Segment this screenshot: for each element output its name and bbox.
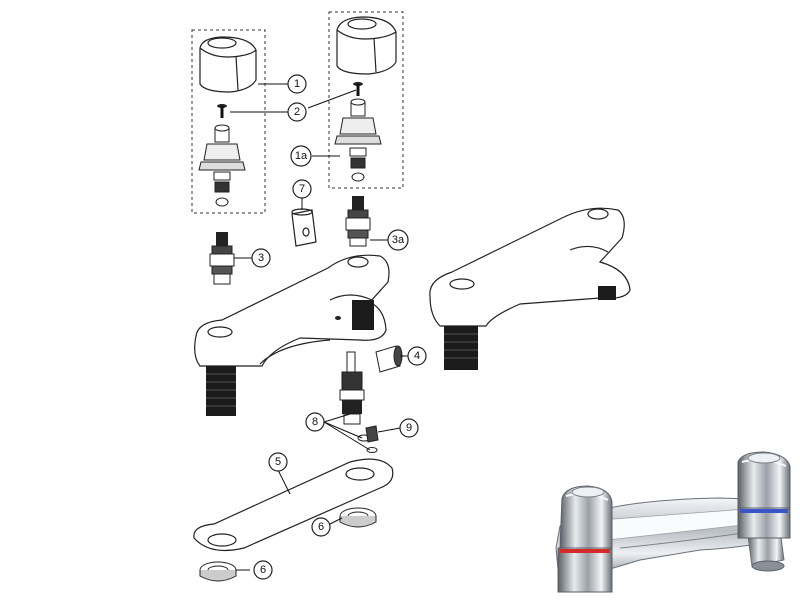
hot-assembly-box xyxy=(191,29,266,214)
callout-label: 1a xyxy=(295,150,308,162)
leader-lines xyxy=(230,83,408,571)
callout-label: 5 xyxy=(275,456,281,468)
back-nut-upper xyxy=(339,507,377,528)
callout-label: 8 xyxy=(312,416,318,428)
callout-4: 4 xyxy=(407,346,427,366)
back-plate xyxy=(193,458,394,551)
callout-1a: 1a xyxy=(290,145,312,167)
callout-5: 5 xyxy=(268,452,288,472)
hot-headwork xyxy=(198,124,246,207)
tap-body-front xyxy=(194,254,390,416)
callout-label: 2 xyxy=(294,106,300,118)
callout-6-upper: 6 xyxy=(311,517,331,537)
cold-head-assembly xyxy=(328,11,404,189)
hot-cartridge xyxy=(209,232,235,285)
callout-label: 7 xyxy=(299,183,305,195)
callout-3: 3 xyxy=(251,248,271,268)
cold-handle-cap xyxy=(336,16,397,75)
cold-indicator-ring xyxy=(740,509,788,513)
cold-assembly-box xyxy=(328,11,404,189)
callout-6-lower: 6 xyxy=(253,560,273,580)
callout-label: 4 xyxy=(414,350,420,362)
callout-label: 1 xyxy=(294,78,300,90)
callout-label: 3 xyxy=(258,252,264,264)
cold-screw xyxy=(353,82,363,96)
aerator-part xyxy=(375,345,403,373)
callout-label: 6 xyxy=(318,521,324,533)
callout-label: 6 xyxy=(260,564,266,576)
callout-2: 2 xyxy=(287,102,307,122)
hot-indicator-ring xyxy=(560,549,610,553)
callout-label: 3a xyxy=(392,234,405,246)
hot-head-assembly xyxy=(191,29,266,214)
back-nut-lower xyxy=(199,561,237,582)
callout-label: 9 xyxy=(406,422,412,434)
callout-8: 8 xyxy=(305,412,325,432)
cold-cartridge xyxy=(345,196,371,247)
callout-1: 1 xyxy=(287,74,307,94)
small-nut-part xyxy=(365,425,379,443)
tap-body-side xyxy=(429,207,631,370)
product-photo-tap xyxy=(555,451,791,593)
hot-handle-cap xyxy=(199,36,257,93)
sleeve-part xyxy=(291,208,317,247)
callout-9: 9 xyxy=(399,418,419,438)
callout-7: 7 xyxy=(292,179,312,199)
hot-screw xyxy=(217,104,227,118)
cold-headwork xyxy=(334,98,382,182)
callout-3a: 3a xyxy=(387,229,409,251)
